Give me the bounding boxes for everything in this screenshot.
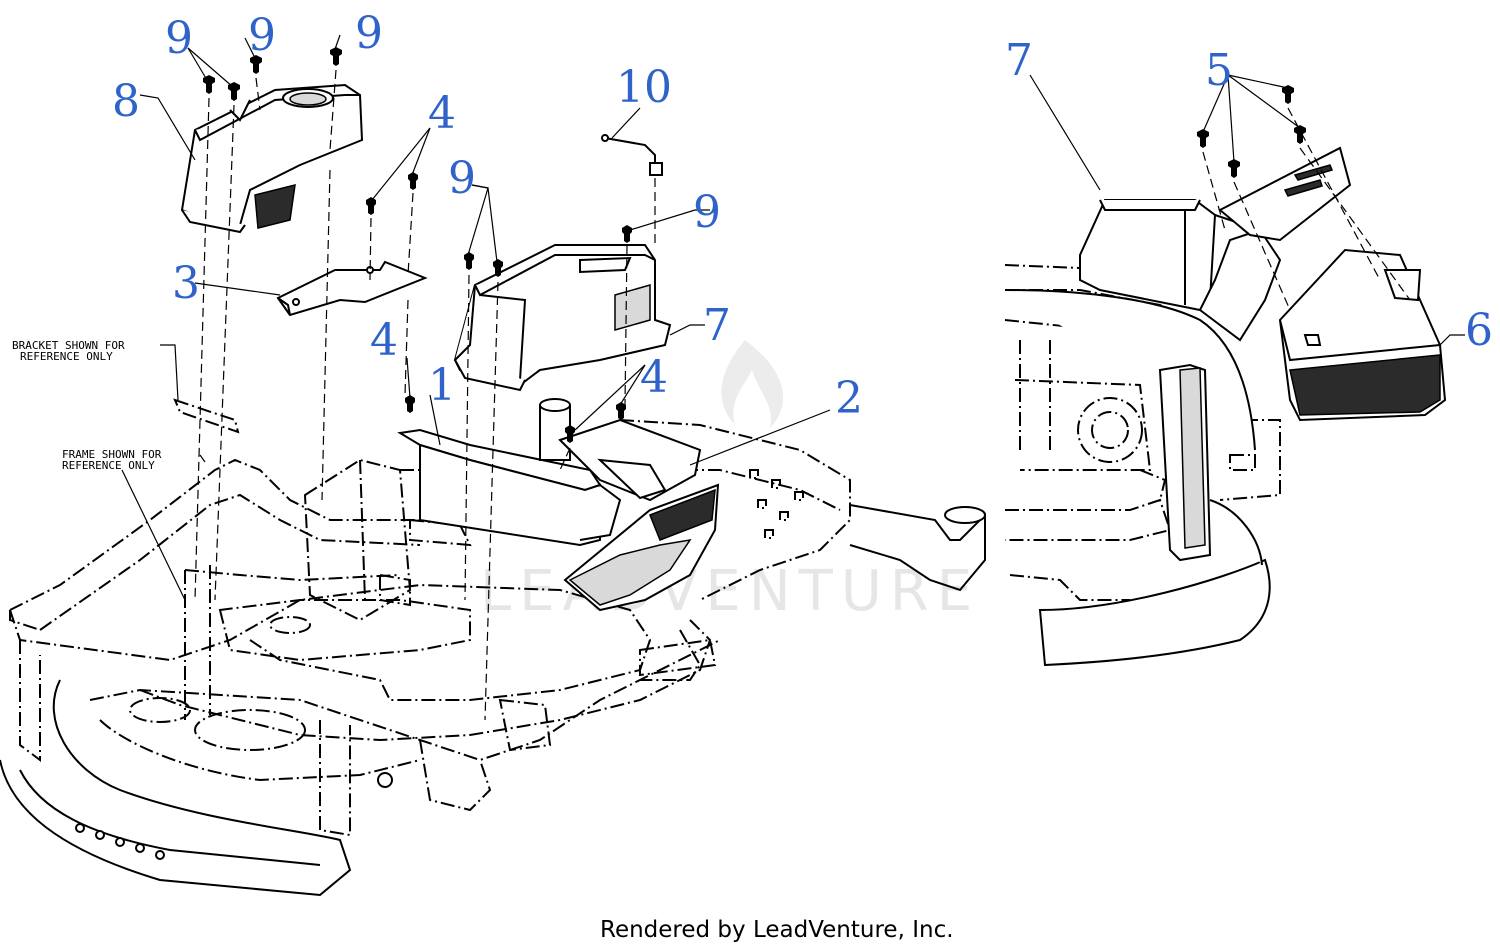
leader-lines: [121, 34, 1465, 601]
part-2-plate: [558, 418, 702, 502]
callout-6: 6: [1465, 305, 1493, 356]
part-1-panel: [397, 428, 622, 547]
watermark-logo: [721, 340, 784, 428]
callout-5: 5: [1205, 45, 1233, 96]
callout-3: 3: [172, 258, 200, 309]
part-8-cover: [180, 83, 364, 234]
reference-notes: BRACKET SHOWN FOR REFERENCE ONLY FRAME S…: [12, 339, 162, 472]
callout-4-b: 4: [370, 315, 398, 366]
callout-4-c: 4: [640, 352, 668, 403]
note-frame-line2: REFERENCE ONLY: [62, 459, 155, 472]
callout-7-right: 7: [1005, 35, 1033, 86]
callout-1: 1: [428, 360, 456, 411]
bracket-plate-right-view: [1218, 146, 1352, 242]
watermark-text: LEADVENTURE: [480, 559, 980, 624]
fender-panel-left-view: [563, 483, 720, 612]
callout-4-a: 4: [428, 88, 456, 139]
callout-8: 8: [112, 76, 140, 127]
screws-right: [1197, 85, 1306, 178]
assembly-lines-left: [194, 69, 656, 721]
callouts: 1 2 3 4 4 4 5 6 7 7 8 9 9 9 9 9 10: [112, 8, 1493, 424]
callout-2: 2: [835, 373, 863, 424]
chassis-lower: [89, 599, 721, 812]
callout-9-d: 9: [448, 153, 476, 204]
part-3-plate: [276, 260, 428, 317]
callout-9-c: 9: [355, 8, 383, 59]
frame-reference: [0, 458, 712, 897]
assembly-lines-right: [1202, 107, 1411, 311]
callout-9-b: 9: [248, 10, 276, 61]
bracket-reference: [173, 398, 240, 434]
callout-9-e: 9: [693, 187, 721, 238]
fender-right-view: [1004, 228, 1282, 667]
note-bracket-line2: REFERENCE ONLY: [20, 350, 113, 363]
callout-7-left: 7: [703, 300, 731, 351]
part-7-console: [453, 244, 672, 392]
footer-credit: Rendered by LeadVenture, Inc.: [600, 917, 954, 943]
part-10-rod: [601, 134, 663, 176]
note-bracket-line1: BRACKET SHOWN FOR: [12, 339, 125, 352]
screws-left: [203, 47, 632, 443]
callout-9-a: 9: [165, 13, 193, 64]
part-6-fender: [1278, 248, 1447, 422]
callout-10: 10: [616, 62, 672, 113]
post-tube: [539, 398, 571, 461]
note-frame-line1: FRAME SHOWN FOR: [62, 448, 162, 461]
